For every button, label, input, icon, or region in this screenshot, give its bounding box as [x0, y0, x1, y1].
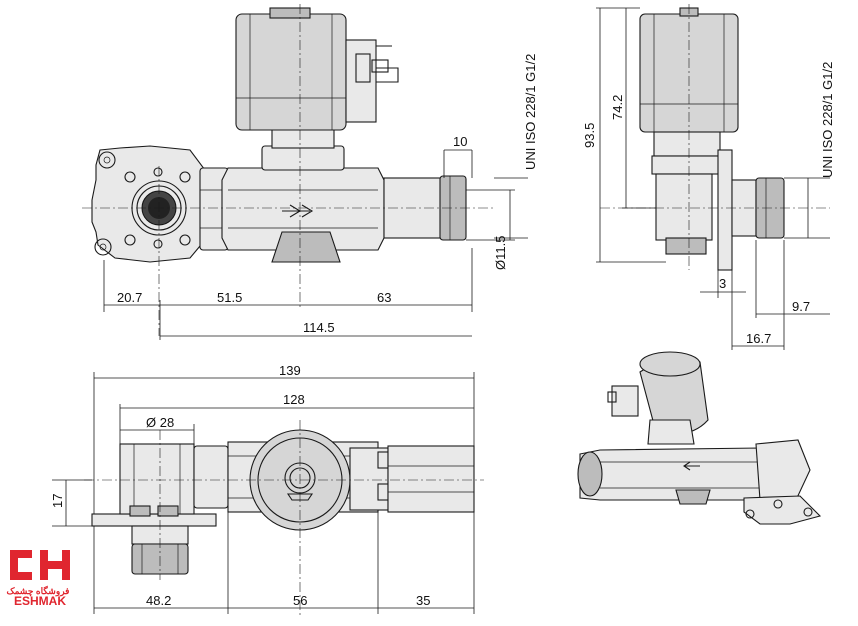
iso-flow-arrow-icon: [683, 461, 700, 471]
dim-side-167: 16.7: [746, 331, 771, 346]
iso-valve-body: [579, 447, 763, 501]
dim-front-d3: 63: [377, 290, 391, 305]
logo-persian: فروشگاه چشمک: [7, 585, 70, 597]
eshmak-logo: فروشگاه چشمک ESHMAK: [7, 550, 70, 608]
side-view: 93.5 74.2 UNI ISO 228/1 G1/2 3 9.7 16.7: [582, 4, 835, 350]
electrical-connector: [345, 39, 377, 123]
dim-side-height-total: 93.5: [582, 123, 597, 148]
dim-front-total: 114.5: [303, 320, 335, 335]
top-view: 139 128 Ø 28 17 48.2 56 35: [50, 363, 484, 616]
dim-top-482: 48.2: [146, 593, 171, 608]
dim-top-56: 56: [293, 593, 307, 608]
thread-label-side: UNI ISO 228/1 G1/2: [820, 62, 835, 178]
dim-front-pipe: 10: [453, 134, 467, 149]
dim-side-97: 9.7: [792, 299, 810, 314]
dim-front-d1: 20.7: [117, 290, 142, 305]
dim-top-dia: Ø 28: [146, 415, 174, 430]
isometric-view: [577, 351, 822, 525]
solenoid-coil: [235, 13, 347, 131]
dim-top-total: 139: [279, 363, 301, 378]
top-flange: [91, 513, 217, 527]
side-flange: [717, 149, 733, 271]
iso-flange: [743, 495, 822, 525]
dim-top-128: 128: [283, 392, 305, 407]
dim-front-d2: 51.5: [217, 290, 242, 305]
dim-side-3: 3: [719, 276, 726, 291]
dim-front-bore: Ø11.5: [493, 236, 508, 270]
logo-brand: ESHMAK: [14, 594, 66, 608]
front-view: 20.7 51.5 63 114.5 10 Ø11.5 UNI ISO 228/…: [82, 4, 538, 340]
valve-body: [221, 167, 385, 251]
dim-side-height-coil: 74.2: [610, 95, 625, 120]
thread-label-front: UNI ISO 228/1 G1/2: [523, 54, 538, 170]
dim-top-35: 35: [416, 593, 430, 608]
dim-top-17: 17: [50, 494, 65, 508]
